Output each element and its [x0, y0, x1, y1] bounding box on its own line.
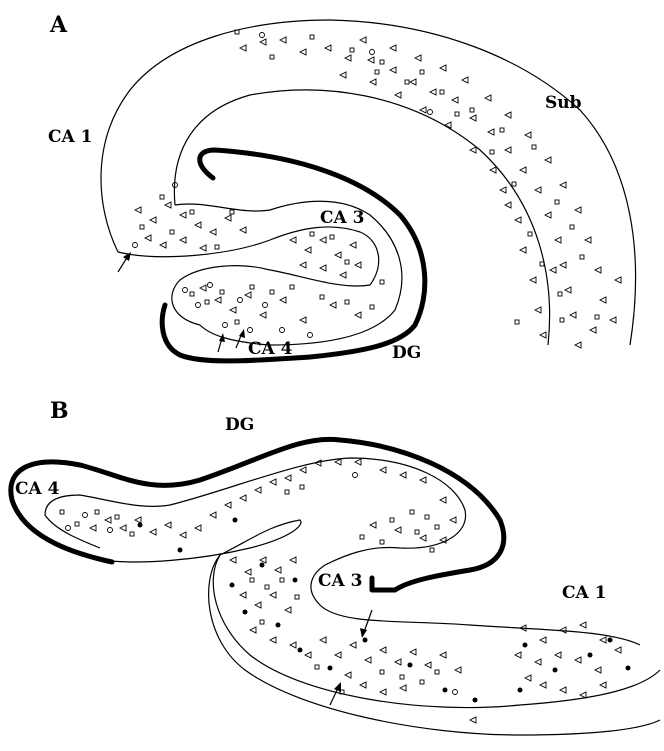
panel-b-lower-outline	[209, 555, 660, 735]
panel-a: A	[48, 12, 636, 363]
panel-b: B	[11, 398, 660, 735]
panel-a-circles	[133, 33, 433, 338]
panel-a-ca1-lower-outline	[118, 227, 379, 285]
panel-b-filled-dots	[138, 518, 631, 703]
label-ca4-b: CA 4	[15, 479, 60, 499]
panel-a-triangles	[135, 37, 621, 348]
label-dg-a: DG	[392, 343, 421, 363]
label-ca1-b: CA 1	[562, 583, 606, 603]
panel-b-cell-markers	[60, 459, 631, 723]
label-ca1-a: CA 1	[48, 127, 92, 147]
label-ca3-a: CA 3	[320, 208, 364, 228]
panel-b-triangles	[90, 459, 621, 723]
panel-a-arrow-ca1	[118, 252, 131, 272]
panel-letter-a: A	[49, 12, 68, 38]
label-dg-b: DG	[225, 415, 254, 435]
panel-b-arrow-ca3	[360, 610, 372, 638]
panel-b-circles	[66, 473, 458, 695]
label-sub-a: Sub	[545, 93, 582, 113]
panel-b-dentate-gyrus-line	[11, 439, 504, 590]
label-ca3-b: CA 3	[318, 571, 362, 591]
panel-b-outer-outline	[45, 458, 640, 645]
panel-a-cell-markers	[133, 30, 622, 348]
panel-a-ca3-outline	[175, 201, 402, 345]
panel-a-dentate-gyrus-line	[162, 150, 425, 361]
label-ca4-a: CA 4	[248, 339, 293, 359]
panel-a-arrow-ca4	[218, 329, 245, 352]
panel-a-outer-outline	[101, 20, 636, 345]
panel-letter-b: B	[50, 398, 69, 424]
